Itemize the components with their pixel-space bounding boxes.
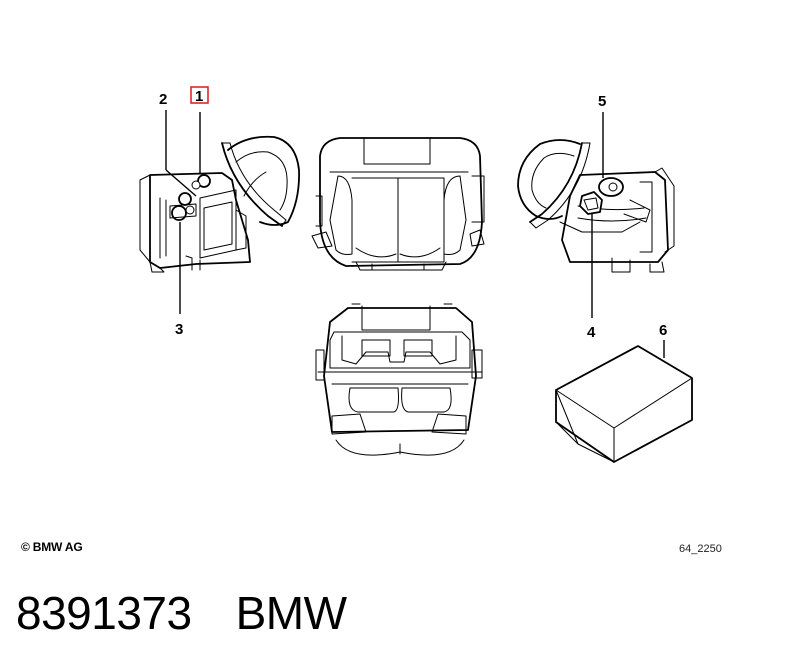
callout-1-label: 1 [195,88,203,105]
callout-1-highlight [190,86,209,104]
heater-housing-front-view [311,137,485,271]
copyright-text: © BMW AG [21,540,83,554]
brand-name: BMW [235,587,347,639]
callout-6-label: 6 [659,322,667,339]
drawing-code: 64_2250 [679,543,722,555]
callout-3[interactable]: 3 [175,321,183,338]
callout-2-label: 2 [159,91,167,108]
heater-housing-rear-view [315,303,483,456]
heater-housing-left-view [139,135,300,273]
part-number: 8391373 [16,587,192,639]
footer: 8391373 BMW [16,586,347,640]
callout-5-label: 5 [598,93,606,110]
callout-6[interactable]: 6 [659,322,667,339]
callout-1[interactable]: 1 [190,86,209,105]
callout-2[interactable]: 2 [159,91,167,108]
callout-4[interactable]: 4 [587,324,596,341]
callout-4-label: 4 [587,324,596,341]
heater-housing-right-view [517,139,675,273]
callout-3-label: 3 [175,321,183,338]
part-6-package-box [555,345,693,463]
leader-lines [165,110,665,358]
callout-5[interactable]: 5 [598,93,606,110]
